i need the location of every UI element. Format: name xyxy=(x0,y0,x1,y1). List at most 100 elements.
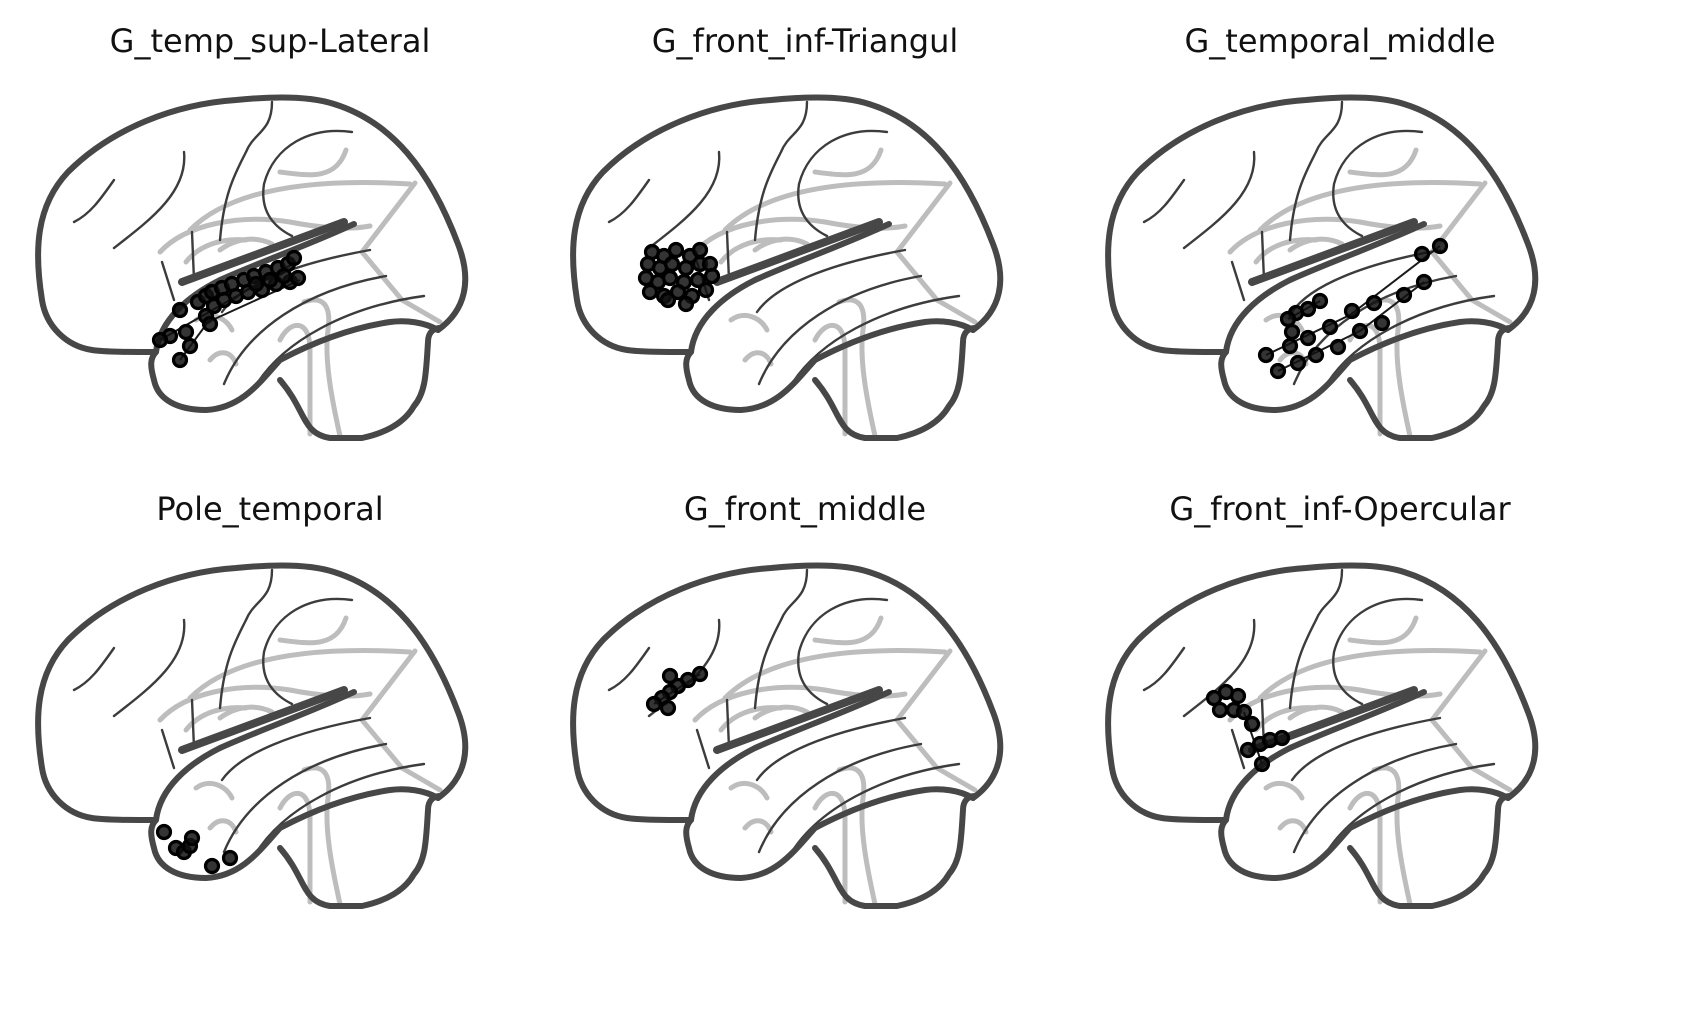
sulcus-line xyxy=(757,742,923,854)
electrode-contact xyxy=(201,315,219,333)
sulcus-line xyxy=(218,568,274,710)
electrode-contact xyxy=(177,323,195,341)
deep-sulcus-line xyxy=(1287,704,1345,721)
deep-sulcus-line xyxy=(359,180,443,325)
brain-outline xyxy=(570,94,1004,441)
temporal-lobe-edge xyxy=(688,221,892,355)
sulcus-line xyxy=(607,178,651,224)
panel-title: G_front_middle xyxy=(683,490,927,528)
brain-diagram xyxy=(1105,94,1539,441)
sylvian-fissure xyxy=(1248,218,1418,286)
electrode-contact xyxy=(1283,323,1301,341)
electrode-contact xyxy=(1205,689,1223,707)
sulcus-line xyxy=(1142,178,1186,224)
electrode-contact xyxy=(667,241,685,259)
electrode-contact xyxy=(1239,741,1257,759)
deep-sulcus-line xyxy=(836,765,878,907)
brain-outline xyxy=(35,94,469,441)
deep-sulcus-line xyxy=(742,350,774,367)
brain-diagram xyxy=(570,562,1004,909)
deep-sulcus-line xyxy=(187,648,413,701)
electrode-contact xyxy=(1211,701,1229,719)
sulcus-line xyxy=(753,100,809,242)
electrode-contact xyxy=(1229,687,1247,705)
electrode-contact xyxy=(1413,245,1431,263)
electrode-contact xyxy=(641,283,659,301)
panel-5: G_front_middle xyxy=(545,468,1065,948)
deep-sulcus-line xyxy=(1371,765,1413,907)
cerebellum-outline xyxy=(812,325,978,441)
electrode-contact xyxy=(663,255,681,273)
deep-sulcus-line xyxy=(836,297,878,439)
electrode-contact xyxy=(1343,302,1361,320)
brain-diagram xyxy=(1105,562,1539,909)
electrode-contact xyxy=(181,337,199,355)
electrode-contact xyxy=(151,331,169,349)
panel-2: G_front_inf-Triangul xyxy=(545,0,1065,480)
electrode-contact xyxy=(1299,329,1317,347)
sulcus-line xyxy=(160,728,176,770)
cortex-outline xyxy=(35,94,469,413)
brain-diagram xyxy=(35,94,469,441)
sulcus-line xyxy=(250,762,426,862)
deep-sulcus-line xyxy=(217,704,275,721)
sulcus-line xyxy=(112,618,186,718)
electrode-contact xyxy=(661,667,679,685)
deep-sulcus-line xyxy=(752,236,810,253)
sylvian-fissure xyxy=(178,686,348,754)
electrode-contact xyxy=(1235,703,1253,721)
sulcus-line xyxy=(190,230,196,282)
deep-sulcus-line xyxy=(1347,147,1419,178)
deep-sulcus-line xyxy=(894,180,978,325)
cortex-outline xyxy=(1105,94,1539,413)
electrode-group xyxy=(151,249,307,369)
panel-4: Pole_temporal xyxy=(10,468,530,948)
sulcus-line xyxy=(725,230,731,282)
electrode-contact xyxy=(289,269,307,287)
electrode-contact xyxy=(691,665,709,683)
deep-sulcus-line xyxy=(359,648,443,793)
sulcus-line xyxy=(797,597,889,706)
deep-sulcus-line xyxy=(207,350,239,367)
cortex-outline xyxy=(570,94,1004,413)
panel-title: G_front_inf-Opercular xyxy=(1169,490,1511,528)
deep-sulcus-line xyxy=(207,818,239,835)
brain-outline xyxy=(570,562,1004,909)
sulcus-line xyxy=(1182,618,1256,718)
electrode-contact xyxy=(203,857,221,875)
cortex-outline xyxy=(1105,562,1539,881)
panel-title: G_temporal_middle xyxy=(1184,22,1496,60)
sulcus-line xyxy=(112,150,186,250)
sulcus-line xyxy=(160,260,176,302)
deep-sulcus-line xyxy=(1287,236,1345,253)
temporal-lobe-edge xyxy=(688,689,892,823)
sulcus-line xyxy=(1260,230,1266,282)
electrode-contact xyxy=(689,271,707,289)
sulcus-line xyxy=(262,597,354,706)
deep-sulcus-line xyxy=(728,313,770,333)
deep-sulcus-line xyxy=(1371,297,1413,439)
electrode-contact xyxy=(155,823,173,841)
sulcus-line xyxy=(222,274,388,386)
electrode-contact xyxy=(1281,337,1299,355)
sylvian-fissure xyxy=(713,218,883,286)
electrode-group xyxy=(645,665,709,717)
panel-title: G_front_inf-Triangul xyxy=(651,22,959,60)
deep-sulcus-line xyxy=(277,322,313,437)
electrode-contact xyxy=(1279,310,1297,328)
sulcus-line xyxy=(1332,129,1424,238)
deep-sulcus-line xyxy=(812,322,848,437)
sulcus-line xyxy=(262,129,354,238)
deep-sulcus-line xyxy=(217,236,275,253)
sulcus-line xyxy=(1290,716,1442,782)
electrode-contact xyxy=(1395,286,1413,304)
sulcus-line xyxy=(1320,762,1496,862)
sulcus-line xyxy=(1288,100,1344,242)
electrode-contact xyxy=(1273,729,1291,747)
electrode-contact xyxy=(275,267,293,285)
electrode-contact xyxy=(285,249,303,267)
temporal-lobe-edge xyxy=(153,221,357,355)
sulcus-line xyxy=(220,716,372,782)
sulcus-line xyxy=(1292,742,1458,854)
panel-title: Pole_temporal xyxy=(156,490,384,528)
